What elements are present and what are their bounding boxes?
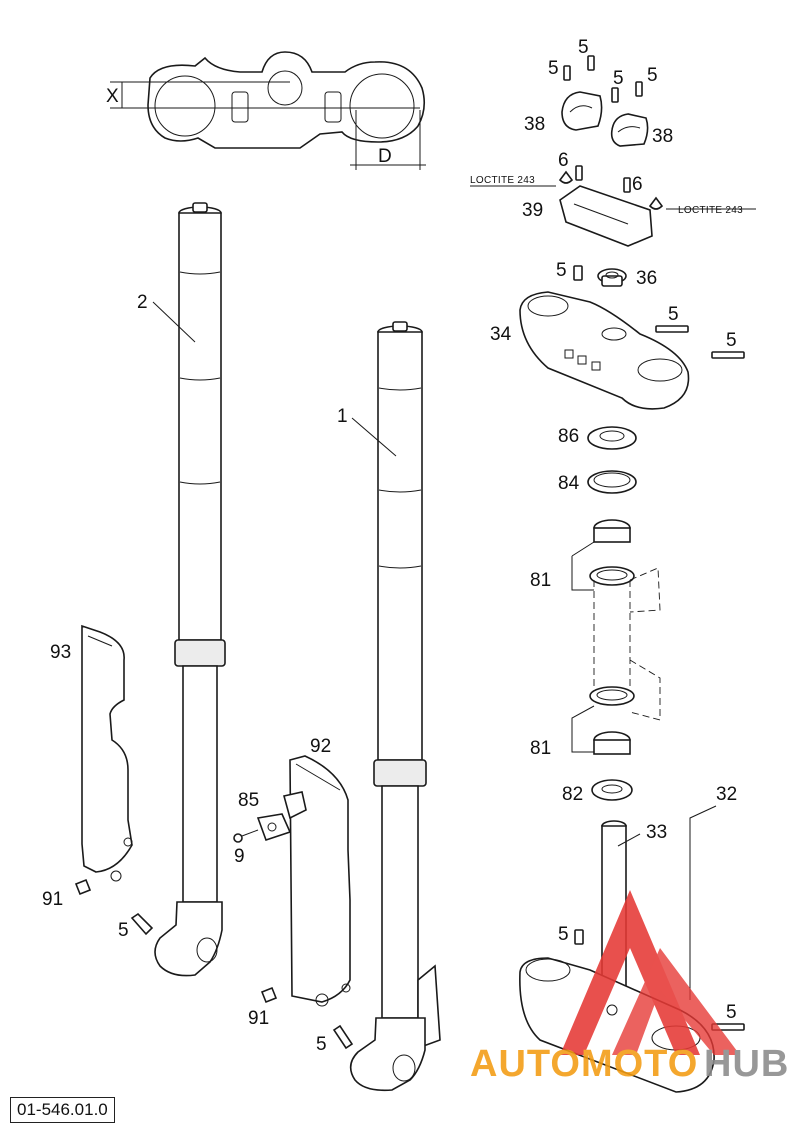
seal-82: 82 bbox=[562, 779, 633, 805]
screws-5-clamp-side: 5 5 bbox=[655, 304, 745, 359]
callout-91-left: 91 bbox=[42, 889, 63, 910]
callout-92: 92 bbox=[310, 736, 331, 757]
callout-5-clamp-d: 5 bbox=[647, 65, 658, 86]
screw-5-leg-left: 5 bbox=[118, 912, 154, 941]
screw-91-right: 91 bbox=[248, 986, 278, 1029]
callout-91-right: 91 bbox=[248, 1008, 269, 1029]
callout-5-leg-right: 5 bbox=[316, 1034, 327, 1055]
clamp-screws-5: 5 5 5 5 bbox=[548, 37, 658, 103]
callout-5-side-upper: 5 bbox=[668, 304, 679, 325]
callout-5-side-lower: 5 bbox=[726, 330, 737, 351]
automotohub-watermark: AUTOMOTO HUB bbox=[470, 890, 789, 1085]
dust-seal-86: 86 bbox=[558, 426, 637, 450]
callout-1: 1 bbox=[337, 406, 348, 427]
upper-triple-clamp-34: 34 bbox=[490, 291, 690, 410]
watermark-text-automoto: AUTOMOTO bbox=[470, 1043, 698, 1085]
screws-6: 6 6 LOCTITE 243 LOCTITE 243 bbox=[470, 150, 756, 216]
callout-6-right: 6 bbox=[632, 174, 643, 195]
callout-38-right: 38 bbox=[652, 126, 673, 147]
callout-5-clamp-b: 5 bbox=[578, 37, 589, 58]
callout-39: 39 bbox=[522, 200, 543, 221]
callout-6-left: 6 bbox=[558, 150, 569, 171]
screw-9: 9 bbox=[233, 829, 259, 867]
handlebar-clamp-38-left: 38 bbox=[524, 91, 603, 135]
callout-5-lower-b: 5 bbox=[726, 1002, 737, 1023]
callout-86: 86 bbox=[558, 426, 579, 447]
callout-82: 82 bbox=[562, 784, 583, 805]
callout-38-left: 38 bbox=[524, 114, 545, 135]
steering-nut-36: 36 bbox=[597, 268, 657, 289]
figure-code: 01-546.01.0 bbox=[10, 1097, 115, 1123]
watermark-logo-icon bbox=[560, 890, 740, 1055]
watermark-text-hub: HUB bbox=[704, 1043, 789, 1085]
fork-leg-2: 2 bbox=[137, 202, 226, 977]
fork-guard-92: 92 bbox=[289, 736, 351, 1007]
callout-5-leg-left: 5 bbox=[118, 920, 129, 941]
dimension-x-label: X bbox=[106, 86, 119, 107]
screw-91-left: 91 bbox=[42, 878, 92, 910]
callout-36: 36 bbox=[636, 268, 657, 289]
screw-5-top: 5 bbox=[556, 260, 583, 281]
callout-9: 9 bbox=[234, 846, 245, 867]
callout-81-upper: 81 bbox=[530, 570, 551, 591]
screw-5-leg-right: 5 bbox=[316, 1024, 354, 1055]
bearing-81-lower: 81 bbox=[530, 686, 635, 759]
o-ring-84: 84 bbox=[558, 470, 637, 494]
fork-leg-1: 1 bbox=[337, 321, 441, 1092]
callout-5-lower-a: 5 bbox=[558, 924, 569, 945]
callout-34: 34 bbox=[490, 324, 512, 345]
handlebar-clamp-38-right: 38 bbox=[610, 113, 673, 147]
bearing-81-upper: 81 bbox=[530, 519, 635, 591]
callout-93: 93 bbox=[50, 642, 71, 663]
handlebar-base-39: 39 bbox=[522, 185, 653, 247]
triple-clamp-top-view: X D bbox=[106, 51, 426, 170]
bracket-85: 85 bbox=[238, 790, 307, 842]
steering-stem-ghost bbox=[593, 567, 661, 721]
callout-33: 33 bbox=[646, 822, 667, 843]
callout-85: 85 bbox=[238, 790, 259, 811]
fork-guard-93: 93 bbox=[50, 624, 133, 882]
callout-2: 2 bbox=[137, 292, 148, 313]
callout-5-clamp-a: 5 bbox=[548, 58, 559, 79]
dimension-d-label: D bbox=[378, 146, 392, 167]
callout-84: 84 bbox=[558, 473, 580, 494]
callout-32: 32 bbox=[716, 784, 737, 805]
loctite-note-left: LOCTITE 243 bbox=[470, 175, 535, 186]
callout-5-clamp-c: 5 bbox=[613, 68, 624, 89]
loctite-note-right: LOCTITE 243 bbox=[678, 205, 743, 216]
callout-5-top: 5 bbox=[556, 260, 567, 281]
callout-81-lower: 81 bbox=[530, 738, 551, 759]
